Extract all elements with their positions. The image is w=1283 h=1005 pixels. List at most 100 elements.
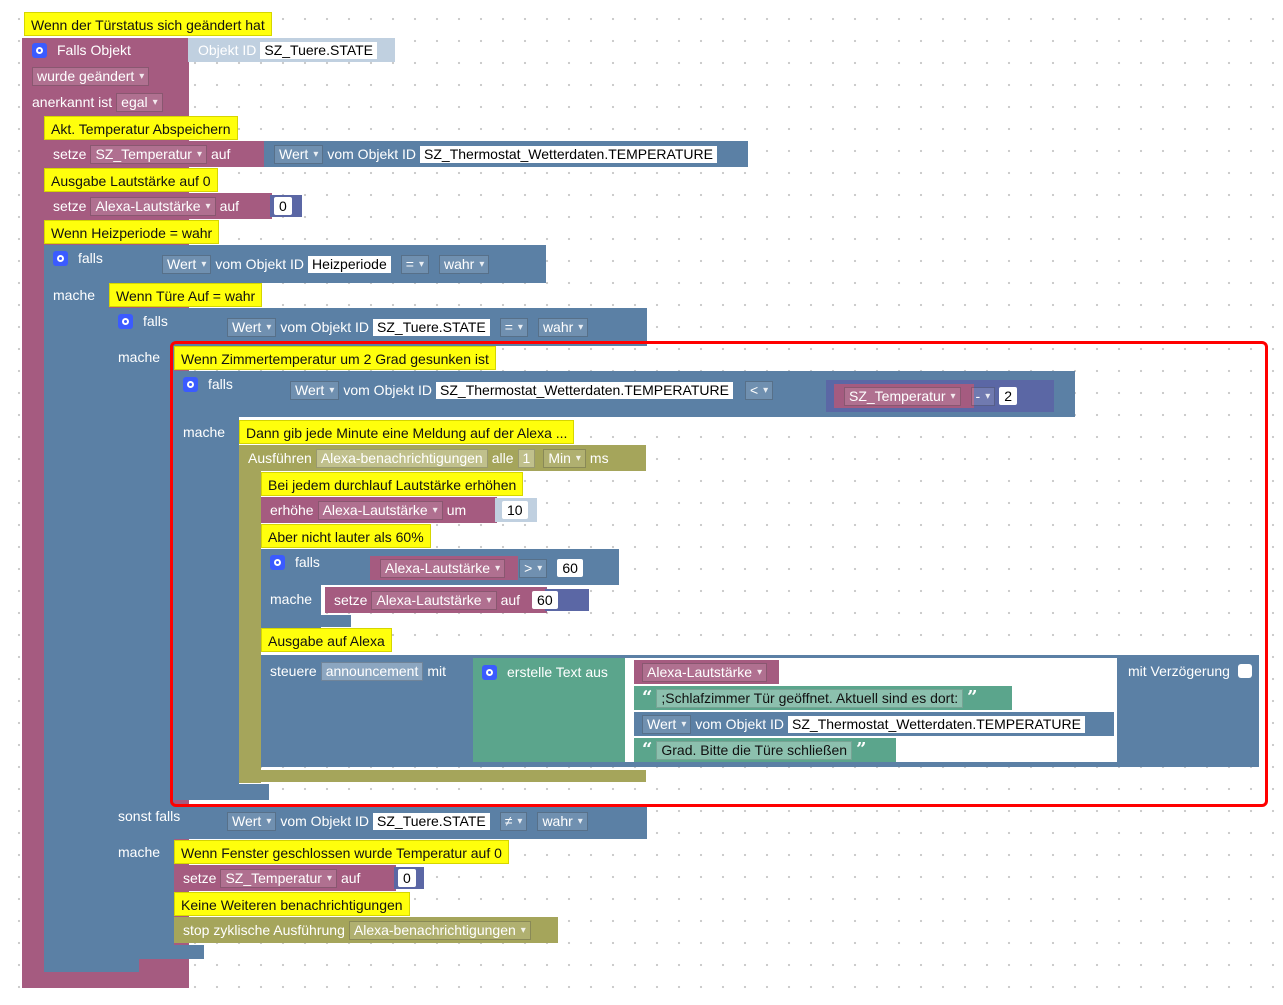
comment-durchlauf[interactable]: Bei jedem durchlauf Lautstärke erhöhen [261,472,524,496]
operator-dropdown[interactable]: = [499,317,528,337]
get-temp-row: Wert vom Objekt ID SZ_Thermostat_Wetterd… [268,143,723,165]
text1-block[interactable] [634,686,1012,710]
comment-turstatus[interactable]: Wenn der Türstatus sich geändert hat [24,12,272,36]
text1-row: “ ;Schlafzimmer Tür geöffnet. Aktuell si… [636,687,983,709]
comment-heizperiode[interactable]: Wenn Heizperiode = wahr [44,220,220,244]
laut-dropdown[interactable]: Alexa-Lautstärke [90,196,216,216]
delay-checkbox[interactable] [1237,664,1252,678]
if-60-mache-row: mache [264,588,318,610]
wert-dropdown[interactable]: Wert [642,714,692,734]
wert-dropdown[interactable]: Wert [227,317,277,337]
var-dropdown[interactable]: SZ_Temperatur [220,868,337,888]
interval-num[interactable]: 1 [517,448,536,468]
auf-label: auf [340,870,361,886]
comment-jede-minute[interactable]: Dann gib jede Minute eine Meldung auf de… [239,420,575,444]
objekt-field[interactable]: Heizperiode [308,255,391,273]
trigger-row-ack: anerkannt ist egal [26,91,169,113]
object-id-field[interactable]: SZ_Tuere.STATE [260,41,378,59]
trigger-row-changed: wurde geändert [26,65,155,87]
gear-icon[interactable] [482,664,497,680]
comment-akt-temp[interactable]: Akt. Temperatur Abspeichern [44,116,238,140]
text-join-block[interactable] [473,658,625,762]
number-field[interactable]: 0 [274,197,292,215]
set-temp-row: setze SZ_Temperatur auf [47,143,236,165]
objekt-field[interactable]: SZ_Tuere.STATE [373,812,490,830]
objekt-field[interactable]: SZ_Thermostat_Wetterdaten.TEMPERATURE [788,715,1085,733]
var-dropdown[interactable]: Alexa-Lautstärke [371,590,497,610]
wert-dropdown[interactable]: Wert [274,144,324,164]
object-id-label: Objekt ID [198,42,257,58]
number-field[interactable]: 10 [502,501,528,519]
changed-dropdown[interactable]: wurde geändert [32,66,150,86]
operator-dropdown[interactable]: < [744,380,774,400]
ack-dropdown[interactable]: egal [116,92,163,112]
mache-label: mache [270,591,313,607]
minus-dropdown[interactable]: - [970,386,996,406]
gear-icon[interactable] [53,250,68,266]
comment-fenster[interactable]: Wenn Fenster geschlossen wurde Temperatu… [174,840,509,864]
bool-dropdown[interactable]: wahr [537,317,589,337]
falls-label: falls [143,313,168,329]
text-var-row: Alexa-Lautstärke [636,661,773,683]
setze-label: setze [53,146,87,162]
sonst-falls-row: sonst falls [112,805,186,827]
number-field[interactable]: 0 [398,869,416,887]
gear-icon[interactable] [270,554,285,570]
number-field[interactable]: 2 [999,387,1018,405]
unit-dropdown[interactable]: Min [543,448,586,468]
sonst-falls-label: sonst falls [118,808,181,824]
operator-dropdown[interactable]: ≠ [499,811,528,831]
erhoehe-label: erhöhe [270,502,314,518]
comment-zimmertemp[interactable]: Wenn Zimmertemperatur um 2 Grad gesunken… [174,346,496,370]
objekt-field[interactable]: SZ_Thermostat_Wetterdaten.TEMPERATURE [436,381,733,399]
number-field[interactable]: 60 [532,591,558,609]
operator-dropdown[interactable]: > [519,558,548,578]
falls-label: falls [78,250,103,266]
stop-row: stop zyklische Ausführung Alexa-benachri… [177,919,537,941]
var-dropdown[interactable]: Alexa-Lautstärke [642,662,768,682]
name-field[interactable]: Alexa-benachrichtigungen [315,448,488,468]
set-laut-row: setze Alexa-Lautstärke auf [47,195,245,217]
number-field[interactable]: 60 [557,559,583,577]
erstelle-label: erstelle Text aus [507,664,608,680]
mache-label: mache [118,844,161,860]
text2-block[interactable] [634,738,896,762]
gear-icon[interactable] [118,313,133,329]
objekt-field[interactable]: SZ_Tuere.STATE [373,318,490,336]
if-heiz-mache-row: mache [47,284,101,306]
vom-objekt-label: vom Objekt ID [280,319,370,335]
vom-objekt-label: vom Objekt ID [343,382,433,398]
ms-label: ms [589,450,609,466]
interval-name-dropdown[interactable]: Alexa-benachrichtigungen [348,920,531,940]
comment-keine-weiteren[interactable]: Keine Weiteren benachrichtigungen [174,892,410,916]
ausfuehren-label: Ausführen [248,450,312,466]
wert-dropdown[interactable]: Wert [227,811,277,831]
var-dropdown[interactable]: SZ_Temperatur [90,144,207,164]
if-60-footer [261,615,351,627]
alle-label: alle [491,450,514,466]
comment-ausgabe-alexa[interactable]: Ausgabe auf Alexa [261,628,392,652]
wert-dropdown[interactable]: Wert [162,254,212,274]
comment-ausgabe-laut[interactable]: Ausgabe Lautstärke auf 0 [44,168,218,192]
if-temp-mache-row: mache [177,421,231,443]
var-dropdown[interactable]: Alexa-Lautstärke [317,500,443,520]
text2-field[interactable]: Grad. Bitte die Türe schließen [656,740,853,760]
operator-dropdown[interactable]: = [400,254,429,274]
objekt-field[interactable]: SZ_Thermostat_Wetterdaten.TEMPERATURE [420,145,717,163]
gear-icon[interactable] [183,376,198,392]
text1-field[interactable]: ;Schlafzimmer Tür geöffnet. Aktuell sind… [656,688,964,708]
vom-objekt-label: vom Objekt ID [280,813,370,829]
wert-dropdown[interactable]: Wert [290,380,340,400]
if-tuere-cond-row: Wert vom Objekt ID SZ_Tuere.STATE = wahr [221,316,594,338]
bool-dropdown[interactable]: wahr [537,811,588,831]
var-dropdown[interactable]: Alexa-Lautstärke [380,558,506,578]
announcement-field[interactable]: announcement [320,661,424,681]
gear-icon[interactable] [32,42,47,58]
interval-row: Ausführen Alexa-benachrichtigungen alle … [242,447,615,469]
bool-dropdown[interactable]: wahr [438,254,490,274]
comment-nicht-lauter[interactable]: Aber nicht lauter als 60% [261,524,431,548]
var-dropdown[interactable]: SZ_Temperatur [844,386,961,406]
comment-tuere-auf[interactable]: Wenn Türe Auf = wahr [109,283,263,307]
if-temp-rail [174,371,239,791]
mit-verzoegerung-label: mit Verzögerung [1128,663,1230,679]
